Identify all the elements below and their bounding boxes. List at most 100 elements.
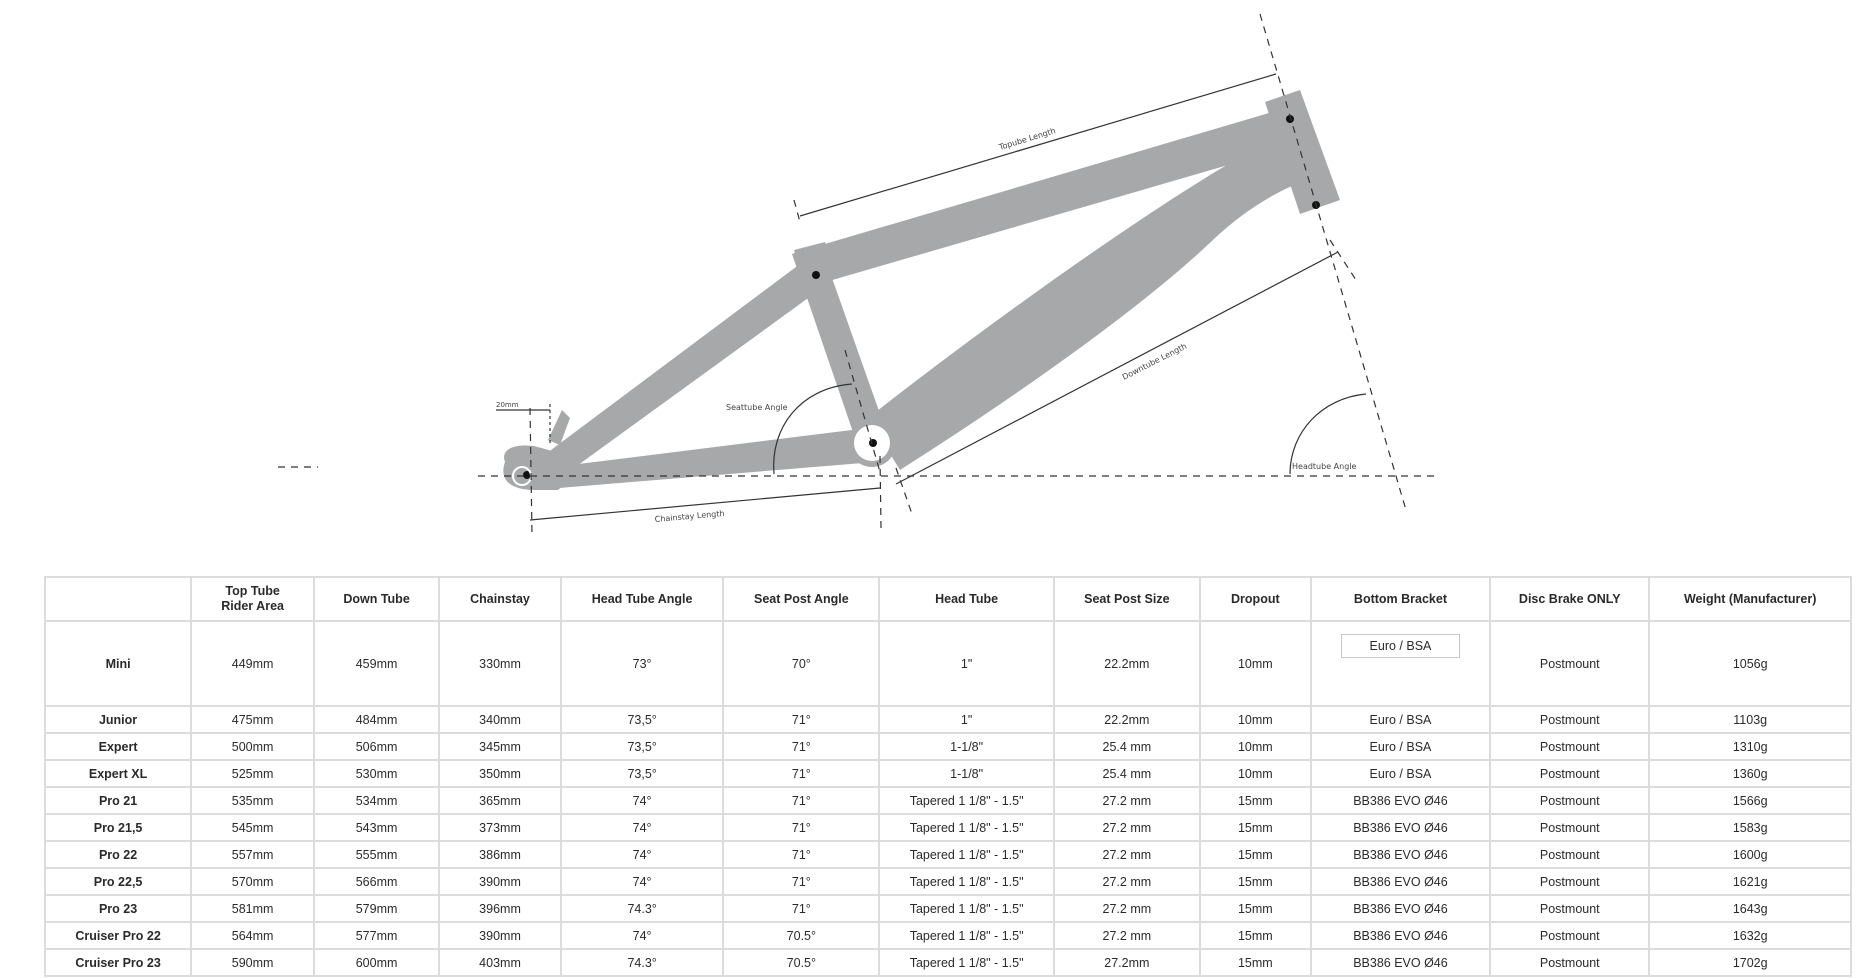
table-cell: Postmount <box>1489 840 1651 869</box>
table-cell: 10mm <box>1198 620 1312 707</box>
label-headtube-angle: Headtube Angle <box>1292 462 1357 471</box>
table-cell: 557mm <box>190 840 316 869</box>
column-header: Bottom Bracket <box>1309 576 1492 622</box>
table-cell: Postmount <box>1489 813 1651 842</box>
table-cell: 530mm <box>313 759 441 788</box>
table-cell: 15mm <box>1198 867 1312 896</box>
table-cell: 71° <box>722 705 881 734</box>
table-cell: 579mm <box>313 894 441 923</box>
table-cell: 390mm <box>438 867 562 896</box>
table-cell: BB386 EVO Ø46 <box>1309 867 1492 896</box>
bottom-bracket-box: Euro / BSA <box>1340 633 1461 658</box>
table-cell: 10mm <box>1198 732 1312 761</box>
table-cell: 27.2 mm <box>1052 894 1201 923</box>
table-cell: 564mm <box>190 921 316 950</box>
table-cell: Tapered 1 1/8" - 1.5" <box>878 894 1055 923</box>
table-cell: 71° <box>722 840 881 869</box>
table-cell: 73° <box>559 620 725 707</box>
model-name-cell: Pro 22,5 <box>43 867 193 896</box>
table-cell: Postmount <box>1489 786 1651 815</box>
table-cell: BB386 EVO Ø46 <box>1309 921 1492 950</box>
table-cell: 70.5° <box>722 948 881 977</box>
table-cell: BB386 EVO Ø46 <box>1309 786 1492 815</box>
table-cell: 1632g <box>1648 921 1852 950</box>
table-cell: 1600g <box>1648 840 1852 869</box>
table-cell: Euro / BSA <box>1309 732 1492 761</box>
table-cell: 27.2mm <box>1052 948 1201 977</box>
table-cell: 74.3° <box>559 948 725 977</box>
table-cell: 543mm <box>313 813 441 842</box>
table-cell: 27.2 mm <box>1052 786 1201 815</box>
chain-stay <box>530 428 875 490</box>
table-cell: 365mm <box>438 786 562 815</box>
table-cell: 570mm <box>190 867 316 896</box>
table-cell: 15mm <box>1198 921 1312 950</box>
table-cell: 15mm <box>1198 840 1312 869</box>
table-cell: 500mm <box>190 732 316 761</box>
model-name-cell: Pro 21 <box>43 786 193 815</box>
model-name-cell: Pro 22 <box>43 840 193 869</box>
table-cell: 74° <box>559 921 725 950</box>
table-cell: Euro / BSA <box>1309 759 1492 788</box>
table-cell: 25.4 mm <box>1052 759 1201 788</box>
table-cell: Postmount <box>1489 705 1651 734</box>
model-name-cell: Cruiser Pro 23 <box>43 948 193 977</box>
table-cell: 600mm <box>313 948 441 977</box>
table-cell: 1-1/8" <box>878 732 1055 761</box>
table-cell: 396mm <box>438 894 562 923</box>
table-cell: 449mm <box>190 620 316 707</box>
table-cell: BB386 EVO Ø46 <box>1309 948 1492 977</box>
table-cell: 71° <box>722 786 881 815</box>
column-header: Seat Post Size <box>1052 576 1201 622</box>
table-cell: Postmount <box>1489 620 1651 707</box>
table-cell: 1566g <box>1648 786 1852 815</box>
table-cell: 71° <box>722 732 881 761</box>
table-cell: 1310g <box>1648 732 1852 761</box>
model-name-cell: Pro 23 <box>43 894 193 923</box>
table-cell: 590mm <box>190 948 316 977</box>
table-cell: 525mm <box>190 759 316 788</box>
table-cell: 70° <box>722 620 881 707</box>
table-cell: 1702g <box>1648 948 1852 977</box>
table-cell: 15mm <box>1198 813 1312 842</box>
table-cell: 555mm <box>313 840 441 869</box>
table-cell: 581mm <box>190 894 316 923</box>
table-cell: 386mm <box>438 840 562 869</box>
table-cell: 73,5° <box>559 759 725 788</box>
table-cell: 22.2mm <box>1052 705 1201 734</box>
table-cell: 1056g <box>1648 620 1852 707</box>
frame-silhouette <box>503 90 1340 490</box>
table-cell: Tapered 1 1/8" - 1.5" <box>878 786 1055 815</box>
table-cell: 74.3° <box>559 894 725 923</box>
table-cell: Tapered 1 1/8" - 1.5" <box>878 813 1055 842</box>
table-cell: BB386 EVO Ø46 <box>1309 813 1492 842</box>
table-cell: 74° <box>559 867 725 896</box>
table-cell: 27.2 mm <box>1052 840 1201 869</box>
table-cell: 27.2 mm <box>1052 813 1201 842</box>
table-cell: 340mm <box>438 705 562 734</box>
table-cell: 27.2 mm <box>1052 921 1201 950</box>
model-name-cell: Expert XL <box>43 759 193 788</box>
down-tube <box>868 130 1318 470</box>
table-cell: Postmount <box>1489 867 1651 896</box>
column-header: Head Tube <box>878 576 1055 622</box>
table-cell: 1-1/8" <box>878 759 1055 788</box>
table-cell: 70.5° <box>722 921 881 950</box>
column-header: Disc Brake ONLY <box>1489 576 1651 622</box>
table-cell: Tapered 1 1/8" - 1.5" <box>878 921 1055 950</box>
table-cell: 459mm <box>313 620 441 707</box>
label-dropout-20mm: 20mm <box>496 401 519 409</box>
table-cell: BB386 EVO Ø46 <box>1309 840 1492 869</box>
table-cell: 71° <box>722 759 881 788</box>
table-cell: Euro / BSA <box>1309 705 1492 734</box>
table-cell: 1" <box>878 705 1055 734</box>
